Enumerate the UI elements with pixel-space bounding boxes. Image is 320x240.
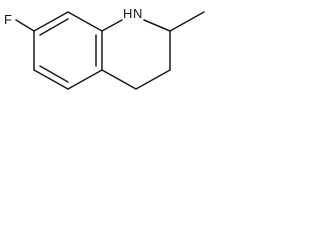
atom-label-amine-n: N [133, 6, 142, 21]
bond-c7-c8 [33, 11, 69, 32]
double-bond-c5-c6 [39, 65, 69, 83]
bond-n1-c2 [143, 19, 171, 32]
bond-c4-c4a [101, 69, 137, 90]
structural-formula: F H N [4, 6, 205, 90]
bond-c5-c6 [33, 69, 69, 90]
bond-f-c7 [15, 19, 35, 32]
double-bond-c7-c8 [39, 18, 69, 36]
bond-c8a-n1 [101, 19, 123, 32]
bond-c8-c8a [67, 11, 103, 32]
bond-c4a-c5 [67, 69, 103, 90]
bond-c2-methyl [169, 11, 205, 32]
bond-c3-c4 [135, 69, 171, 90]
atom-label-fluorine: F [4, 12, 12, 27]
atom-label-amine-h: H [123, 6, 132, 21]
